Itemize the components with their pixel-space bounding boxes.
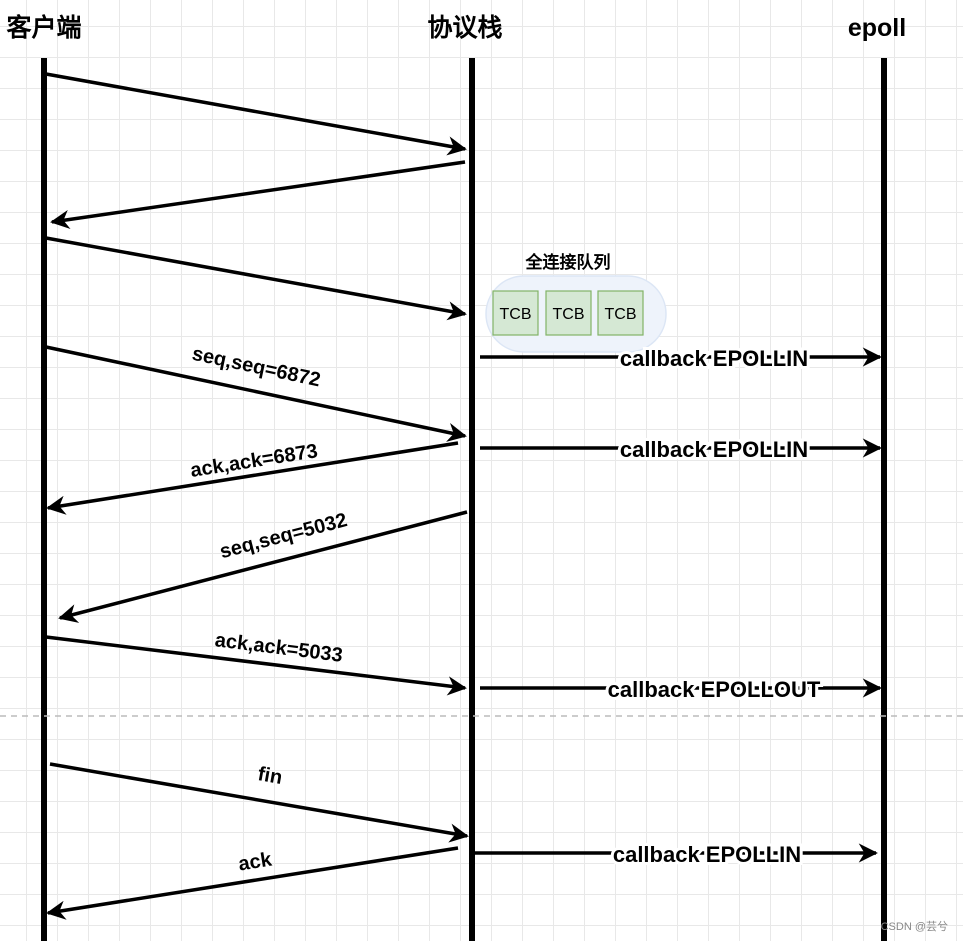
ack-5033-arrow: [45, 635, 467, 696]
syn-ack-arrow: [50, 160, 466, 230]
callback-epollin-2-label: callback EPOLLIN: [620, 437, 808, 462]
callback-epollin-3-label: callback EPOLLIN: [613, 842, 801, 867]
tcb-label-2: TCB: [553, 306, 585, 323]
syn-arrow: [45, 72, 467, 156]
epoll-column-title: epoll: [848, 14, 906, 42]
client-column-title: 客户端: [6, 13, 81, 42]
callback-epollout-label: callback EPOLLOUT: [608, 677, 821, 702]
fin-arrow: [49, 762, 469, 843]
tcb-label-1: TCB: [500, 306, 532, 323]
seq-5032-arrow: [58, 510, 468, 623]
seq-6872-arrow: [45, 345, 467, 442]
handshake-ack-arrow: [45, 236, 467, 321]
tcb-label-3: TCB: [605, 306, 637, 323]
tcb-box-2-rect: [545, 290, 592, 336]
ack-6873-arrow: [46, 441, 459, 515]
csdn-watermark: CSDN @芸兮: [881, 919, 948, 933]
seq-5032-label: seq,seq=5032: [217, 509, 349, 563]
fin-label: fin: [256, 763, 284, 789]
tcb-box-3: TCB: [597, 290, 644, 336]
fin-ack-label: ack: [237, 848, 274, 875]
stack-column-title: 协议栈: [427, 14, 502, 42]
fin-ack-arrow: [46, 846, 459, 920]
tcb-box-1: TCB: [492, 290, 539, 336]
tcb-box-3-rect: [597, 290, 644, 336]
accept-queue: 全连接队列 TCB TCB TCB: [485, 252, 667, 353]
seq-6872-label: seq,seq=6872: [190, 343, 322, 392]
tcb-box-2: TCB: [545, 290, 592, 336]
accept-queue-title: 全连接队列: [525, 252, 611, 272]
tcb-box-1-rect: [492, 290, 539, 336]
callback-epollin-1-label: callback EPOLLIN: [620, 346, 808, 371]
